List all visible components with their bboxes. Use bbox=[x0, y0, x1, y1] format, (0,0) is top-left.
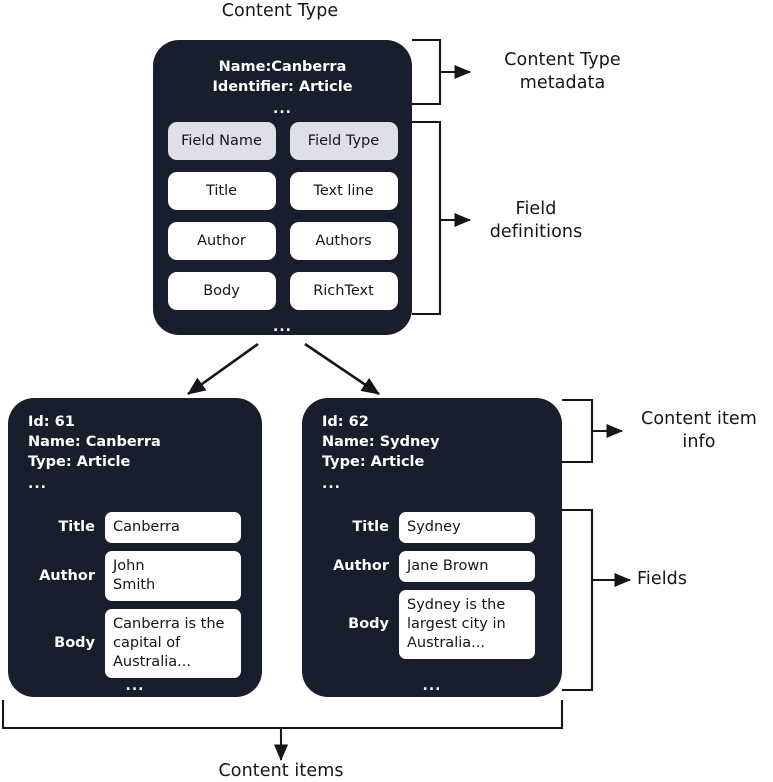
content-type-identifier: Identifier: Article bbox=[212, 79, 353, 95]
annotation-content-type-metadata: Content Type metadata bbox=[504, 50, 621, 93]
content-item-field-row: Body Sydney is the largest city in Austr… bbox=[321, 590, 543, 659]
column-header-field-name: Field Name bbox=[167, 122, 276, 160]
field-value[interactable]: Canberra is the capital of Australia... bbox=[105, 609, 241, 678]
field-label: Author bbox=[333, 558, 389, 574]
field-label: Body bbox=[54, 635, 95, 651]
field-definition-row: Author Authors bbox=[153, 222, 412, 260]
content-item-type: Type: Article bbox=[322, 454, 425, 470]
field-definition-row: Body RichText bbox=[153, 272, 412, 310]
content-item-name: Name: Canberra bbox=[28, 434, 161, 450]
content-item-card-sydney: Id: 62 Name: Sydney Type: Article ... Ti… bbox=[302, 398, 562, 697]
content-item-fields-ellipsis: ... bbox=[422, 678, 442, 694]
field-label: Title bbox=[58, 519, 95, 535]
field-definition-name: Body bbox=[167, 272, 276, 310]
field-definition-name: Title bbox=[167, 172, 276, 210]
field-value[interactable]: Canberra bbox=[105, 512, 241, 543]
bracket-field-definitions bbox=[412, 120, 442, 316]
arrow-to-content-item-sydney bbox=[304, 342, 380, 396]
annotation-content-item-info: Content item info bbox=[641, 409, 757, 452]
field-definition-type: Text line bbox=[289, 172, 398, 210]
content-type-card: Name:Canberra Identifier: Article ... Fi… bbox=[153, 40, 412, 335]
field-definition-type: RichText bbox=[289, 272, 398, 310]
field-label: Title bbox=[352, 519, 389, 535]
page-title-content-items: Content items bbox=[218, 761, 344, 781]
content-item-fields-ellipsis: ... bbox=[125, 678, 145, 694]
content-item-info-ellipsis: ... bbox=[322, 476, 341, 492]
content-item-name: Name: Sydney bbox=[322, 434, 440, 450]
bracket-content-type-metadata bbox=[412, 38, 442, 106]
field-value[interactable]: Sydney is the largest city in Australia.… bbox=[399, 590, 535, 659]
content-item-info-ellipsis: ... bbox=[28, 476, 47, 492]
field-label: Author bbox=[39, 567, 95, 584]
content-item-field-row: Title Sydney bbox=[321, 512, 543, 543]
bracket-content-items bbox=[1, 700, 564, 730]
field-definition-name: Author bbox=[167, 222, 276, 260]
content-item-type: Type: Article bbox=[28, 454, 131, 470]
field-label: Body bbox=[348, 616, 389, 632]
bracket-content-item-info bbox=[562, 398, 594, 464]
field-definition-header-row: Field Name Field Type bbox=[153, 122, 412, 160]
field-value[interactable]: Sydney bbox=[399, 512, 535, 543]
page-title-content-type: Content Type bbox=[221, 1, 339, 21]
annotation-field-definitions: Field definitions bbox=[489, 199, 583, 242]
content-item-fields: Title Canberra Author John Smith Body Ca… bbox=[27, 512, 249, 686]
bracket-fields bbox=[562, 508, 594, 692]
content-item-field-row: Author Jane Brown bbox=[321, 551, 543, 582]
content-type-name: Name:Canberra bbox=[218, 59, 347, 75]
content-item-id: Id: 61 bbox=[28, 414, 75, 430]
content-type-meta-ellipsis: ... bbox=[273, 101, 292, 117]
field-value[interactable]: Jane Brown bbox=[399, 551, 535, 582]
field-definition-row: Title Text line bbox=[153, 172, 412, 210]
content-item-field-row: Author John Smith bbox=[27, 551, 249, 601]
content-item-field-row: Body Canberra is the capital of Australi… bbox=[27, 609, 249, 678]
content-item-card-canberra: Id: 61 Name: Canberra Type: Article ... … bbox=[8, 398, 262, 697]
content-item-fields: Title Sydney Author Jane Brown Body Sydn… bbox=[321, 512, 543, 667]
content-item-field-row: Title Canberra bbox=[27, 512, 249, 543]
annotation-fields: Fields bbox=[637, 569, 688, 589]
column-header-field-type: Field Type bbox=[289, 122, 398, 160]
field-definition-type: Authors bbox=[289, 222, 398, 260]
content-type-fields-ellipsis: ... bbox=[273, 319, 292, 335]
arrow-to-content-item-canberra bbox=[187, 342, 259, 396]
field-value[interactable]: John Smith bbox=[105, 551, 241, 601]
content-item-id: Id: 62 bbox=[322, 414, 369, 430]
